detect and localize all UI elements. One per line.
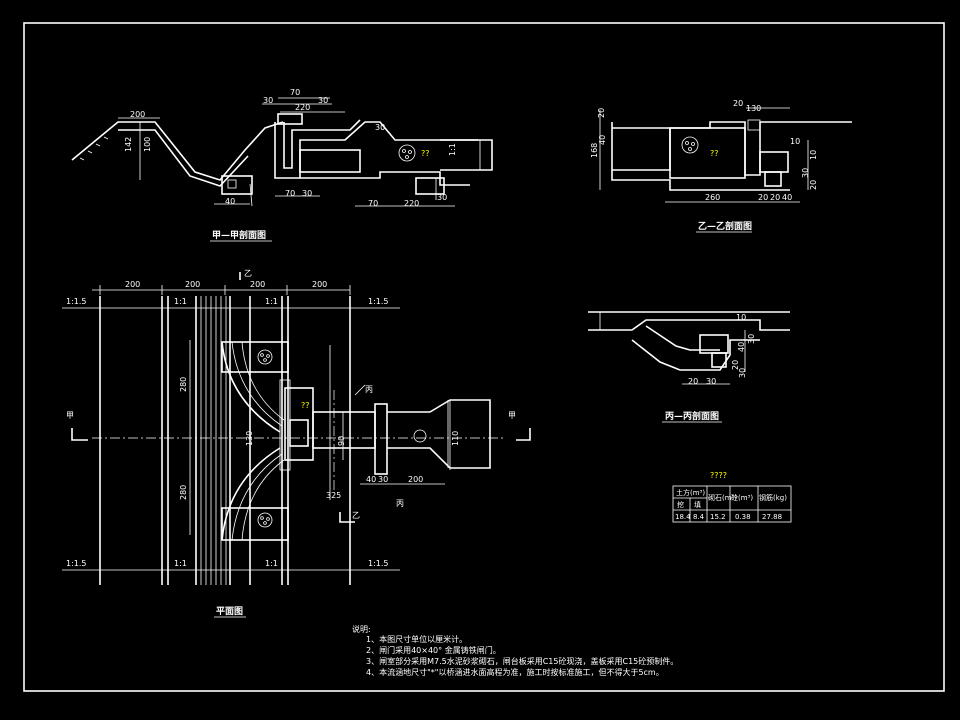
dim-a-2: 100 bbox=[143, 137, 152, 152]
table-header-2: 砌石(m³) bbox=[708, 494, 737, 502]
dim-c-6: 30 bbox=[738, 368, 747, 378]
dim-a-11: 70 bbox=[368, 199, 378, 208]
table-sub-2: 填 bbox=[694, 500, 701, 509]
dim-p-0: 200 bbox=[125, 280, 140, 289]
title-section-c: 丙—丙剖面图 bbox=[665, 410, 719, 422]
dim-c-4: 30 bbox=[747, 334, 756, 344]
dim-a-1: 142 bbox=[124, 137, 133, 152]
dim-a-10: 30 bbox=[302, 189, 312, 198]
mark-bing-bottom: 丙 bbox=[396, 499, 404, 508]
dim-a-6: 30 bbox=[318, 96, 328, 105]
dim-p-13: 30 bbox=[378, 475, 388, 484]
table-cell-1: 8.4 bbox=[693, 513, 705, 521]
mark-jia-left: 甲 bbox=[66, 411, 74, 420]
dim-a-4: 30 bbox=[263, 96, 273, 105]
slope-p-3: 1:1.5 bbox=[368, 297, 389, 306]
dim-b-3: 10 bbox=[790, 137, 800, 146]
dim-b-8: 20 bbox=[809, 180, 818, 190]
note-4: 4、本流涵地尺寸"*"以桥涵进水面高程为准，施工时按标准施工，但不得大于5cm。 bbox=[366, 667, 664, 677]
slope-p-1: 1:1 bbox=[174, 297, 187, 306]
dim-b-5: 40 bbox=[598, 135, 607, 145]
slope-p-6: 1:1 bbox=[265, 559, 278, 568]
dim-c-1: 20 bbox=[688, 377, 698, 386]
dim-p-12: 40 bbox=[366, 475, 376, 484]
dim-b-6: 10 bbox=[809, 150, 818, 160]
mark-yi-top: 乙 bbox=[244, 269, 252, 278]
slope-p-0: 1:1.5 bbox=[66, 297, 87, 306]
dim-b-1: 130 bbox=[746, 104, 761, 113]
slope-p-7: 1:1.5 bbox=[368, 559, 389, 568]
dim-c-3: 40 bbox=[737, 342, 746, 352]
dim-p-3: 200 bbox=[312, 280, 327, 289]
drawing-frame bbox=[23, 22, 945, 692]
section-c-drawing bbox=[588, 311, 790, 385]
dim-p-11: 325 bbox=[326, 491, 341, 500]
slope-p-2: 1:1 bbox=[265, 297, 278, 306]
note-1: 1、本图尺寸单位以厘米计。 bbox=[366, 634, 467, 644]
title-plan: 平面图 bbox=[216, 606, 243, 617]
table-sub-1: 挖 bbox=[677, 500, 684, 509]
dim-b-4: 168 bbox=[590, 143, 599, 158]
dim-a-8: 40 bbox=[225, 197, 235, 206]
mark-yi-bottom: 乙 bbox=[352, 511, 360, 520]
note-3: 3、闸室部分采用M7.5水泥砂浆砌石，闸台板采用C15砼现浇，盖板采用C15砼预… bbox=[366, 656, 678, 666]
table-caption: ???? bbox=[710, 471, 727, 480]
dim-p-8: 280 bbox=[179, 377, 188, 392]
mark-jia-right: 甲 bbox=[508, 411, 516, 420]
dim-a-7: 30 bbox=[375, 123, 385, 132]
table-cell-3: 0.38 bbox=[735, 513, 751, 521]
dim-b-7: 30 bbox=[801, 168, 810, 178]
table-header-1: 土方(m³) bbox=[676, 488, 705, 497]
dim-p-10: 130 bbox=[245, 431, 254, 446]
title-section-b: 乙—乙剖面图 bbox=[698, 220, 752, 232]
dim-a-12: 220 bbox=[404, 199, 419, 208]
dim-p-16: 90 bbox=[337, 436, 346, 446]
slope-p-5: 1:1 bbox=[174, 559, 187, 568]
plan-drawing bbox=[62, 272, 531, 585]
dim-b-9: 260 bbox=[705, 193, 720, 202]
dim-b-0: 20 bbox=[597, 108, 606, 118]
quantity-table bbox=[672, 485, 792, 523]
dim-a-3: 70 bbox=[290, 88, 300, 97]
dim-b-10: 20 bbox=[758, 193, 768, 202]
title-section-a: 甲—甲剖面图 bbox=[212, 229, 266, 241]
placeholder-b: ?? bbox=[710, 149, 719, 158]
dim-p-9: 280 bbox=[179, 485, 188, 500]
note-2: 2、闸门采用40×40° 金属铸铁闸门。 bbox=[366, 645, 501, 655]
slope-a: 1:1 bbox=[448, 143, 457, 156]
dim-p-14: 200 bbox=[408, 475, 423, 484]
dim-a-9: 70 bbox=[285, 189, 295, 198]
dim-c-5: 20 bbox=[731, 360, 740, 370]
dim-p-1: 200 bbox=[185, 280, 200, 289]
placeholder-p: ?? bbox=[301, 401, 310, 410]
dim-p-2: 200 bbox=[250, 280, 265, 289]
placeholder-a: ?? bbox=[421, 149, 430, 158]
table-cell-0: 18.4 bbox=[675, 513, 691, 521]
section-a-drawing bbox=[71, 97, 493, 207]
dim-c-0: 10 bbox=[736, 313, 746, 322]
dim-b-2: 20 bbox=[733, 99, 743, 108]
section-b-drawing bbox=[599, 107, 852, 203]
dim-b-12: 40 bbox=[782, 193, 792, 202]
dim-b-11: 20 bbox=[770, 193, 780, 202]
table-cell-2: 15.2 bbox=[710, 513, 726, 521]
dim-p-15: 110 bbox=[451, 431, 460, 446]
dim-c-2: 30 bbox=[706, 377, 716, 386]
dim-a-0: 200 bbox=[130, 110, 145, 119]
slope-p-4: 1:1.5 bbox=[66, 559, 87, 568]
dim-a-5: 220 bbox=[295, 103, 310, 112]
table-header-4: 钢筋(kg) bbox=[759, 493, 787, 502]
table-cell-4: 27.88 bbox=[762, 513, 782, 521]
dim-a-13: 30 bbox=[437, 193, 447, 202]
notes-heading: 说明: bbox=[352, 624, 371, 634]
table-header-3: 砼(m³) bbox=[731, 493, 753, 502]
mark-bing-top: 丙 bbox=[365, 385, 373, 394]
